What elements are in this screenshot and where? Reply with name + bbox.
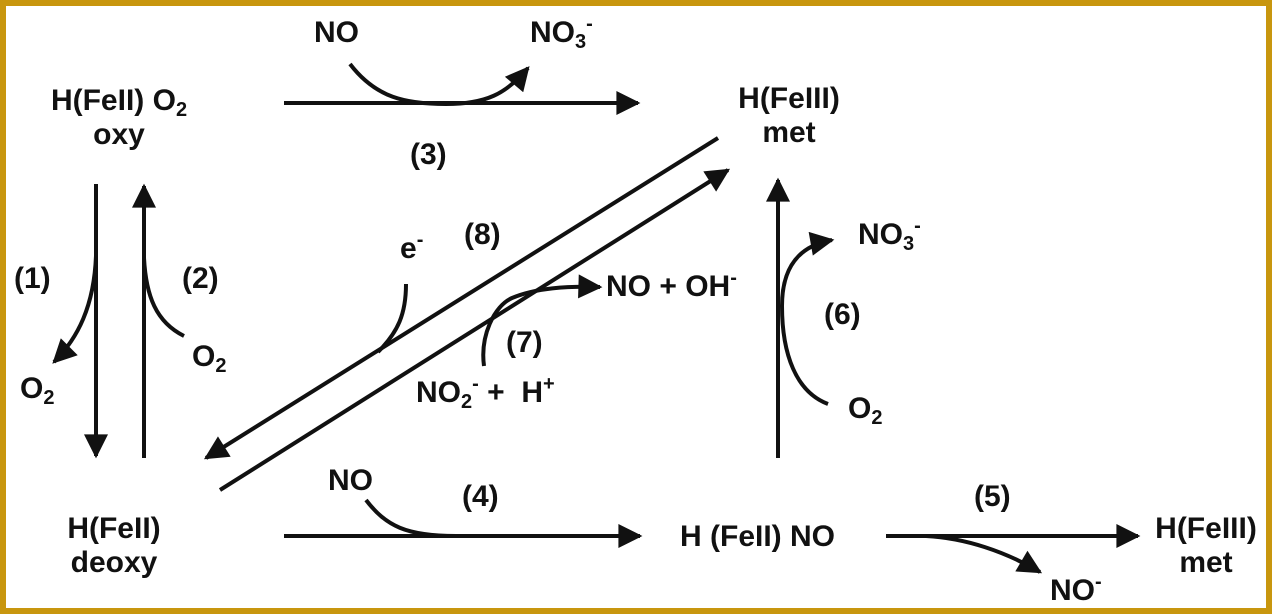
species-deoxy: H(FeII) deoxy — [67, 512, 161, 579]
arrow-layer — [52, 62, 1141, 574]
arrow-6-side — [779, 231, 835, 406]
reaction-label-5: (5) — [974, 480, 1011, 513]
reagent-no-3: NO — [314, 16, 359, 49]
reaction-label-4: (4) — [462, 480, 499, 513]
reagent-no-4: NO — [328, 464, 373, 497]
arrow-8 — [203, 136, 720, 460]
species-oxy: H(FeII) O2 oxy — [50, 84, 188, 151]
reaction-label-7: (7) — [506, 326, 543, 359]
reagent-nitrite-7: NO2- + H+ — [416, 373, 555, 413]
arrow-5-side — [925, 534, 1043, 574]
arrow-2-side — [142, 257, 185, 338]
reagent-electron-8: e- — [400, 229, 424, 265]
arrow-8-side — [376, 283, 408, 354]
species-met-top: H(FeIII) met — [738, 82, 840, 149]
species-met-right: H(FeIII) met — [1155, 512, 1257, 579]
arrow-1-side — [52, 255, 98, 364]
reaction-label-1: (1) — [14, 262, 51, 295]
reagent-nominus-5: NO- — [1050, 571, 1102, 607]
reaction-label-6: (6) — [824, 298, 861, 331]
arrow-7-side — [481, 274, 603, 367]
reagent-no3-3: NO3- — [530, 13, 593, 53]
reagent-o2-1: O2 — [20, 372, 55, 409]
arrow-4-side — [364, 498, 457, 538]
reagent-o2-2: O2 — [192, 340, 227, 377]
arrow-3-side — [348, 62, 530, 107]
reaction-label-3: (3) — [410, 138, 447, 171]
reaction-label-8: (8) — [464, 218, 501, 251]
reagent-no-oh-7: NO + OH- — [606, 267, 737, 303]
reagent-no3-6: NO3- — [858, 215, 921, 255]
reagent-o2-6: O2 — [848, 392, 883, 429]
arrow-7 — [218, 168, 731, 492]
reaction-label-2: (2) — [182, 262, 219, 295]
species-nitrosyl: H (FeII) NO — [680, 520, 835, 553]
